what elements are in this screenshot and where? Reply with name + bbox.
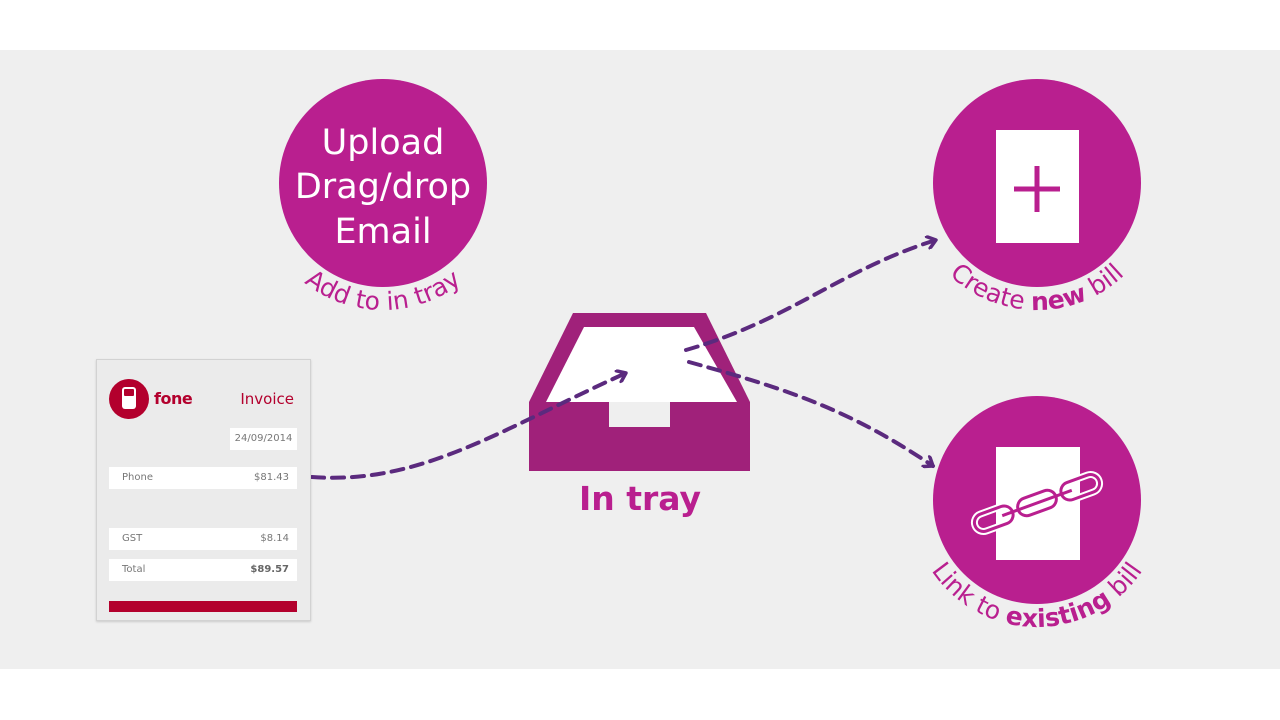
item-value: $8.14 <box>260 533 289 544</box>
arrow-tray-to-link <box>687 360 935 466</box>
invoice-footer-bar <box>109 601 297 612</box>
upload-label: Upload <box>322 123 445 163</box>
item-value: $89.57 <box>250 564 289 575</box>
line-item-gst: GST $8.14 <box>109 528 297 550</box>
link-bill-circle <box>933 396 1141 604</box>
item-label: Phone <box>122 472 153 483</box>
item-value: $81.43 <box>254 472 289 483</box>
in-tray-label: In tray <box>579 479 701 518</box>
phone-icon <box>122 387 136 409</box>
in-tray-icon <box>529 313 750 471</box>
chain-icon <box>970 471 1104 535</box>
invoice-title: Invoice <box>240 390 294 408</box>
arrow-invoice-to-tray <box>310 373 628 480</box>
drag-drop-label: Drag/drop <box>295 167 471 207</box>
plus-icon <box>1014 166 1060 212</box>
line-item-total: Total $89.57 <box>109 559 297 581</box>
item-label: Total <box>122 564 146 575</box>
line-item-phone: Phone $81.43 <box>109 467 297 489</box>
fone-logo <box>109 379 149 419</box>
email-label: Email <box>334 212 431 252</box>
arrow-tray-to-create <box>684 240 938 352</box>
item-label: GST <box>122 533 143 544</box>
invoice-date: 24/09/2014 <box>230 428 297 450</box>
brand-name: fone <box>154 389 193 408</box>
invoice-card: fone Invoice 24/09/2014 Phone $81.43 GST… <box>96 359 311 621</box>
create-bill-circle <box>933 79 1141 287</box>
upload-circle: Upload Drag/drop Email <box>279 79 487 287</box>
